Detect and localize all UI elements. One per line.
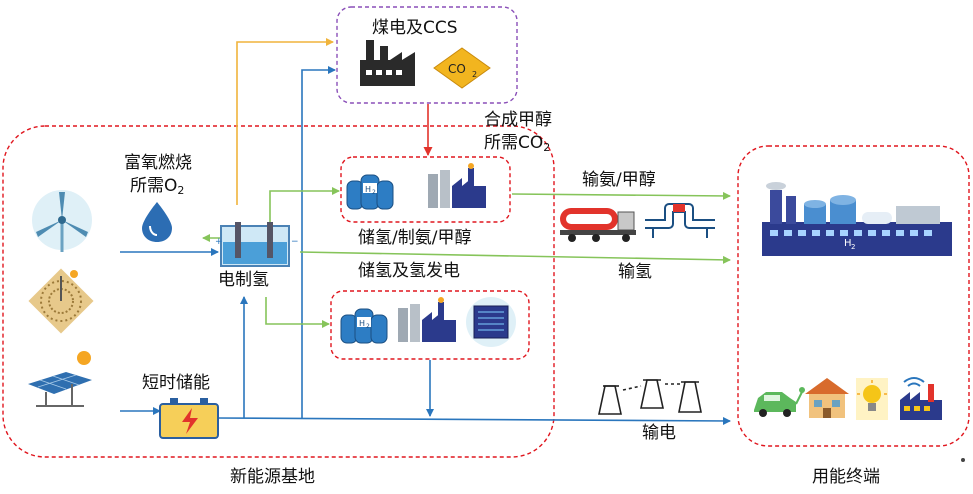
svg-text:H: H <box>844 238 852 249</box>
co2-badge-icon: CO 2 <box>433 47 491 89</box>
coal-ccs-box <box>336 6 518 104</box>
transport-power-label: 输电 <box>642 423 676 443</box>
storage-power-box <box>330 290 530 360</box>
flow-h2-to-storage-power <box>265 297 330 328</box>
solar-thermal-icon <box>28 268 94 334</box>
transport-ammonia-methanol-label: 输氨/甲醇 <box>582 170 656 190</box>
flow-ammonia-transport <box>511 191 731 200</box>
electric-car-icon <box>754 387 805 417</box>
short-storage-label: 短时储能 <box>142 373 210 393</box>
base-region-border <box>2 125 555 458</box>
svg-text:2: 2 <box>372 189 376 196</box>
oxy-combustion-label-line1: 富氧燃烧 <box>124 153 192 173</box>
svg-text:+: + <box>215 237 223 247</box>
svg-text:2: 2 <box>366 323 370 330</box>
storage-ammonia-methanol-label: 储氢/制氨/甲醇 <box>358 228 472 248</box>
factory-icon <box>360 40 415 86</box>
terminal-label: 用能终端 <box>812 467 880 487</box>
smart-factory-icon <box>900 377 942 420</box>
transmission-tower-icon <box>598 379 702 415</box>
pipeline-icon <box>645 203 715 238</box>
flow-h2-to-methanol <box>269 187 340 232</box>
base-label: 新能源基地 <box>230 467 315 487</box>
flow-oxygen-to-coal <box>236 38 334 205</box>
electrolysis-label: 电制氢 <box>218 270 269 290</box>
transport-h2-label: 输氢 <box>618 262 652 282</box>
svg-text:H: H <box>365 185 371 194</box>
coal-ccs-label: 煤电及CCS <box>372 18 458 38</box>
methanol-co2-label-line1: 合成甲醇 <box>484 110 552 130</box>
chemical-plant-icon <box>398 297 456 342</box>
light-bulb-icon <box>856 378 888 420</box>
corner-dot <box>961 458 965 462</box>
flow-lines <box>120 38 731 425</box>
oxy-combustion-label-line2: 所需O2 <box>130 176 185 197</box>
tanker-truck-icon <box>560 208 636 242</box>
flow-transmission <box>215 416 731 425</box>
svg-text:−: − <box>291 237 299 247</box>
flow-h2-transport <box>299 251 731 264</box>
terminal-region-border <box>737 145 970 447</box>
hydrogen-tank-icon: H 2 <box>340 308 388 344</box>
electrolyzer-icon: + − <box>215 222 299 267</box>
svg-text:2: 2 <box>851 243 855 251</box>
water-drop-icon <box>142 202 172 242</box>
svg-text:2: 2 <box>472 70 477 79</box>
wind-turbine-icon <box>32 190 92 252</box>
solar-panel-icon <box>28 351 92 407</box>
battery-icon <box>159 398 219 439</box>
hydrogen-tank-icon: H 2 <box>346 174 394 210</box>
storage-methanol-box <box>340 156 511 223</box>
svg-text:H: H <box>359 319 365 328</box>
storage-power-label: 储氢及氢发电 <box>358 261 460 281</box>
chemical-plant-icon <box>428 163 486 208</box>
house-icon <box>805 378 849 418</box>
flow-grid-to-coal <box>301 66 336 418</box>
methanol-co2-label-line2: 所需CO2 <box>484 133 551 154</box>
svg-text:CO: CO <box>448 62 466 76</box>
fuel-cell-icon <box>466 297 516 347</box>
industrial-park-icon: H 2 <box>762 182 952 256</box>
